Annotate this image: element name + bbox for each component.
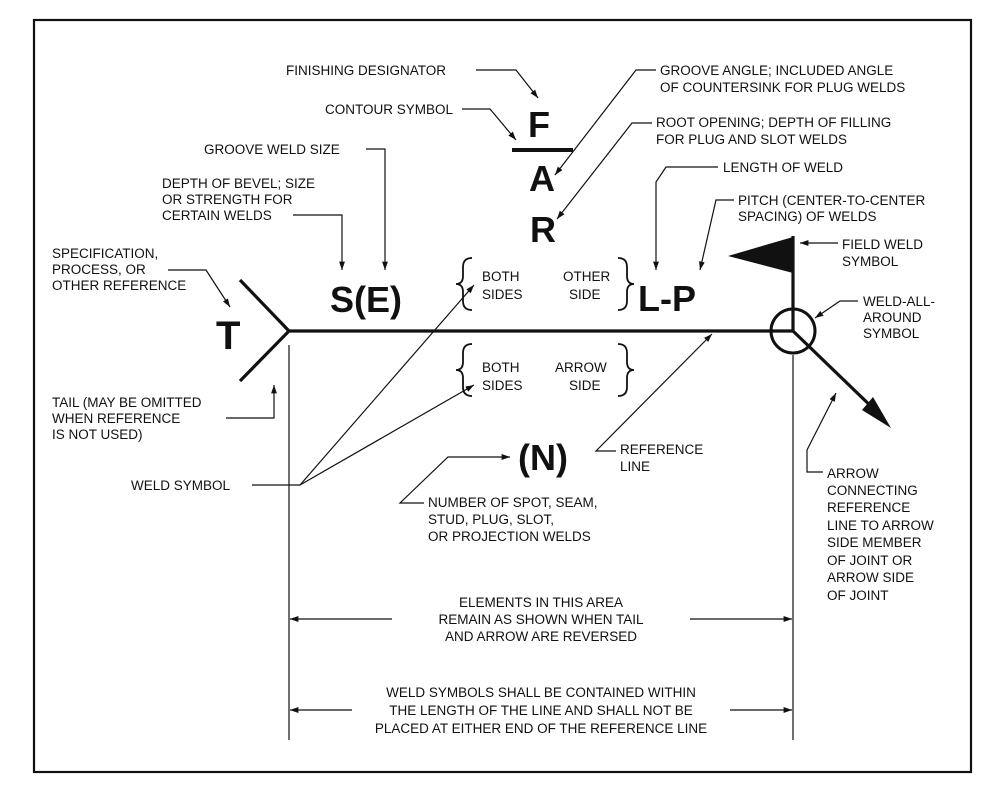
label-specification-3: OTHER REFERENCE — [52, 278, 186, 293]
symbol-SE: S(E) — [330, 279, 402, 320]
label-weld-all-around-3: SYMBOL — [863, 326, 920, 341]
label-field-weld-2: SYMBOL — [842, 254, 899, 269]
brace-bot-both: BOTH — [482, 360, 520, 375]
label-arrow-connecting-2: CONNECTING — [827, 483, 918, 498]
label-tail-1: TAIL (MAY BE OMITTED — [52, 395, 202, 410]
brace-top-side: SIDE — [569, 287, 601, 302]
leader-groove-angle — [554, 69, 656, 176]
label-contained-2: THE LENGTH OF THE LINE AND SHALL NOT BE — [389, 703, 693, 718]
leader-length — [653, 166, 718, 270]
label-length-of-weld: LENGTH OF WELD — [723, 160, 843, 175]
tail — [238, 278, 292, 383]
label-arrow-connecting-3: REFERENCE — [827, 500, 910, 515]
symbol-N: (N) — [518, 437, 568, 478]
leader-specification — [168, 269, 231, 308]
leader-groove-size — [366, 148, 388, 270]
label-number-of-spot-3: OR PROJECTION WELDS — [428, 529, 591, 544]
label-specification-2: PROCESS, OR — [52, 262, 146, 277]
label-elements-area-3: AND ARROW ARE REVERSED — [445, 629, 637, 644]
label-root-opening-2: FOR PLUG AND SLOT WELDS — [656, 132, 847, 147]
leader-tail — [226, 385, 277, 419]
brace-bot-sides: SIDES — [482, 378, 523, 393]
label-arrow-connecting-1: ARROW — [827, 466, 879, 481]
frame — [32, 18, 973, 774]
symbol-F: F — [528, 104, 550, 145]
symbol-A: A — [529, 158, 555, 199]
brace-top-right — [617, 257, 635, 311]
leader-depth-bevel — [293, 214, 345, 270]
label-depth-of-bevel-3: CERTAIN WELDS — [162, 208, 272, 223]
symbol-LP: L-P — [638, 278, 696, 319]
label-weld-all-around-1: WELD-ALL- — [863, 294, 935, 309]
brace-bot-right — [617, 343, 635, 397]
label-arrow-connecting-6: OF JOINT OR — [827, 553, 913, 568]
label-contained-3: PLACED AT EITHER END OF THE REFERENCE LI… — [375, 721, 707, 736]
label-number-of-spot-1: NUMBER OF SPOT, SEAM, — [428, 495, 598, 510]
arrow-shaft — [791, 329, 880, 415]
label-elements-area-2: REMAIN AS SHOWN WHEN TAIL — [438, 612, 644, 627]
arrow-head — [862, 397, 891, 428]
leader-contour — [462, 108, 517, 141]
label-weld-symbol: WELD SYMBOL — [131, 478, 231, 493]
leader-weld-symbol-2 — [299, 384, 475, 486]
label-groove-angle-1: GROOVE ANGLE; INCLUDED ANGLE — [660, 63, 893, 78]
label-reference-line-2: LINE — [620, 459, 650, 474]
label-contained-1: WELD SYMBOLS SHALL BE CONTAINED WITHIN — [386, 685, 696, 700]
label-groove-angle-2: OF COUNTERSINK FOR PLUG WELDS — [660, 80, 905, 95]
label-arrow-connecting-4: LINE TO ARROW — [827, 518, 934, 533]
label-field-weld-1: FIELD WELD — [842, 237, 923, 252]
field-weld-flag — [728, 237, 793, 273]
label-reference-line-1: REFERENCE — [620, 442, 703, 457]
label-tail-3: IS NOT USED) — [52, 427, 143, 442]
brace-bot-arrow: ARROW — [555, 360, 607, 375]
label-depth-of-bevel-1: DEPTH OF BEVEL; SIZE — [162, 176, 315, 191]
label-tail-2: WHEN REFERENCE — [52, 411, 180, 426]
label-arrow-connecting-8: OF JOINT — [827, 588, 889, 603]
leader-finishing — [476, 69, 539, 99]
symbol-R: R — [530, 209, 556, 250]
leader-number — [398, 454, 510, 504]
label-arrow-connecting-5: SIDE MEMBER — [827, 535, 922, 550]
brace-top-other: OTHER — [563, 269, 611, 284]
brace-bot-side: SIDE — [569, 378, 601, 393]
label-depth-of-bevel-2: OR STRENGTH FOR — [162, 192, 293, 207]
label-finishing-designator: FINISHING DESIGNATOR — [286, 63, 446, 78]
symbol-T: T — [216, 314, 240, 358]
brace-top-both: BOTH — [482, 269, 520, 284]
label-pitch-1: PITCH (CENTER-TO-CENTER — [738, 193, 925, 208]
leader-weld-all-around — [814, 300, 858, 319]
label-contour-symbol: CONTOUR SYMBOL — [325, 102, 454, 117]
label-number-of-spot-2: STUD, PLUG, SLOT, — [428, 512, 554, 527]
label-pitch-2: SPACING) OF WELDS — [738, 209, 877, 224]
leader-root-opening — [556, 122, 652, 220]
leader-reference-line — [594, 333, 713, 452]
label-groove-weld-size: GROOVE WELD SIZE — [204, 142, 340, 157]
label-arrow-connecting-7: ARROW SIDE — [827, 570, 914, 585]
label-root-opening-1: ROOT OPENING; DEPTH OF FILLING — [656, 115, 891, 130]
leader-pitch — [699, 199, 734, 271]
label-elements-area-1: ELEMENTS IN THIS AREA — [459, 595, 623, 610]
brace-top-left — [455, 257, 473, 311]
brace-top-sides: SIDES — [482, 287, 523, 302]
label-weld-all-around-2: AROUND — [863, 310, 922, 325]
leader-arrow-connecting — [806, 392, 837, 473]
label-specification-1: SPECIFICATION, — [52, 246, 158, 261]
